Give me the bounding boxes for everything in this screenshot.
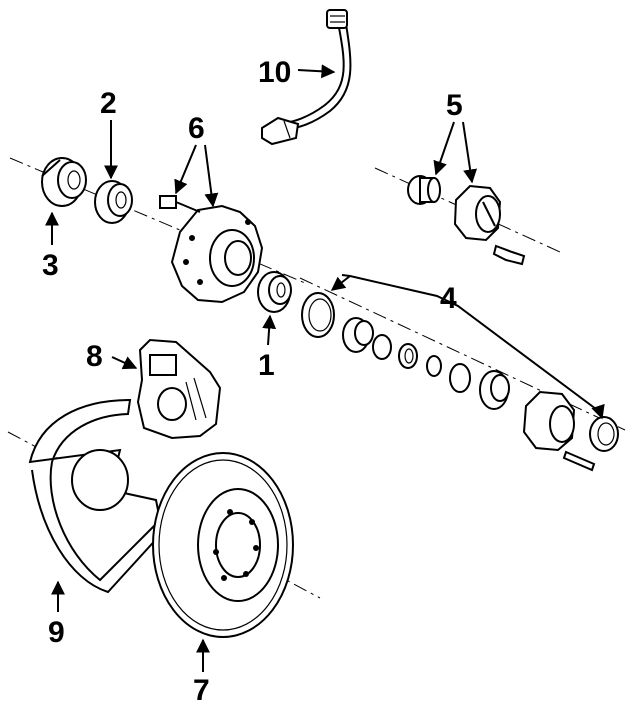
hub-component-set [301, 292, 619, 472]
leader-4-frame [341, 274, 601, 413]
leader-6a [174, 144, 197, 195]
leader-1 [262, 314, 277, 346]
callout-8: 8 [86, 340, 103, 373]
callout-3: 3 [42, 249, 59, 282]
callout-7: 7 [193, 674, 210, 703]
axis-hub-right [299, 277, 626, 431]
callout-4: 4 [440, 282, 457, 315]
callout-10: 10 [258, 56, 291, 89]
dust-shield [28, 398, 162, 594]
leader-4b [591, 403, 605, 420]
callout-9: 9 [48, 616, 65, 649]
leader-6b [204, 144, 219, 208]
wheel-hub [159, 195, 264, 304]
leader-5a [433, 121, 455, 176]
brake-caliper [136, 338, 222, 440]
leader-5b [462, 121, 478, 184]
leader-10 [297, 64, 336, 79]
callout-5: 5 [446, 89, 463, 122]
leader-8 [111, 356, 138, 370]
callout-6: 6 [188, 112, 205, 145]
callout-2: 2 [100, 87, 117, 120]
callout-labels: 10 2 6 5 3 4 1 8 9 7 [42, 56, 463, 703]
locking-hub-kit [407, 175, 526, 266]
brake-hose [261, 9, 352, 146]
leader-lines [45, 64, 605, 672]
oil-seal [41, 157, 87, 207]
leader-4a [330, 275, 351, 291]
outer-bearing [94, 180, 133, 224]
inner-bearing [257, 271, 292, 313]
callout-1: 1 [258, 349, 275, 382]
brake-rotor [152, 452, 294, 638]
